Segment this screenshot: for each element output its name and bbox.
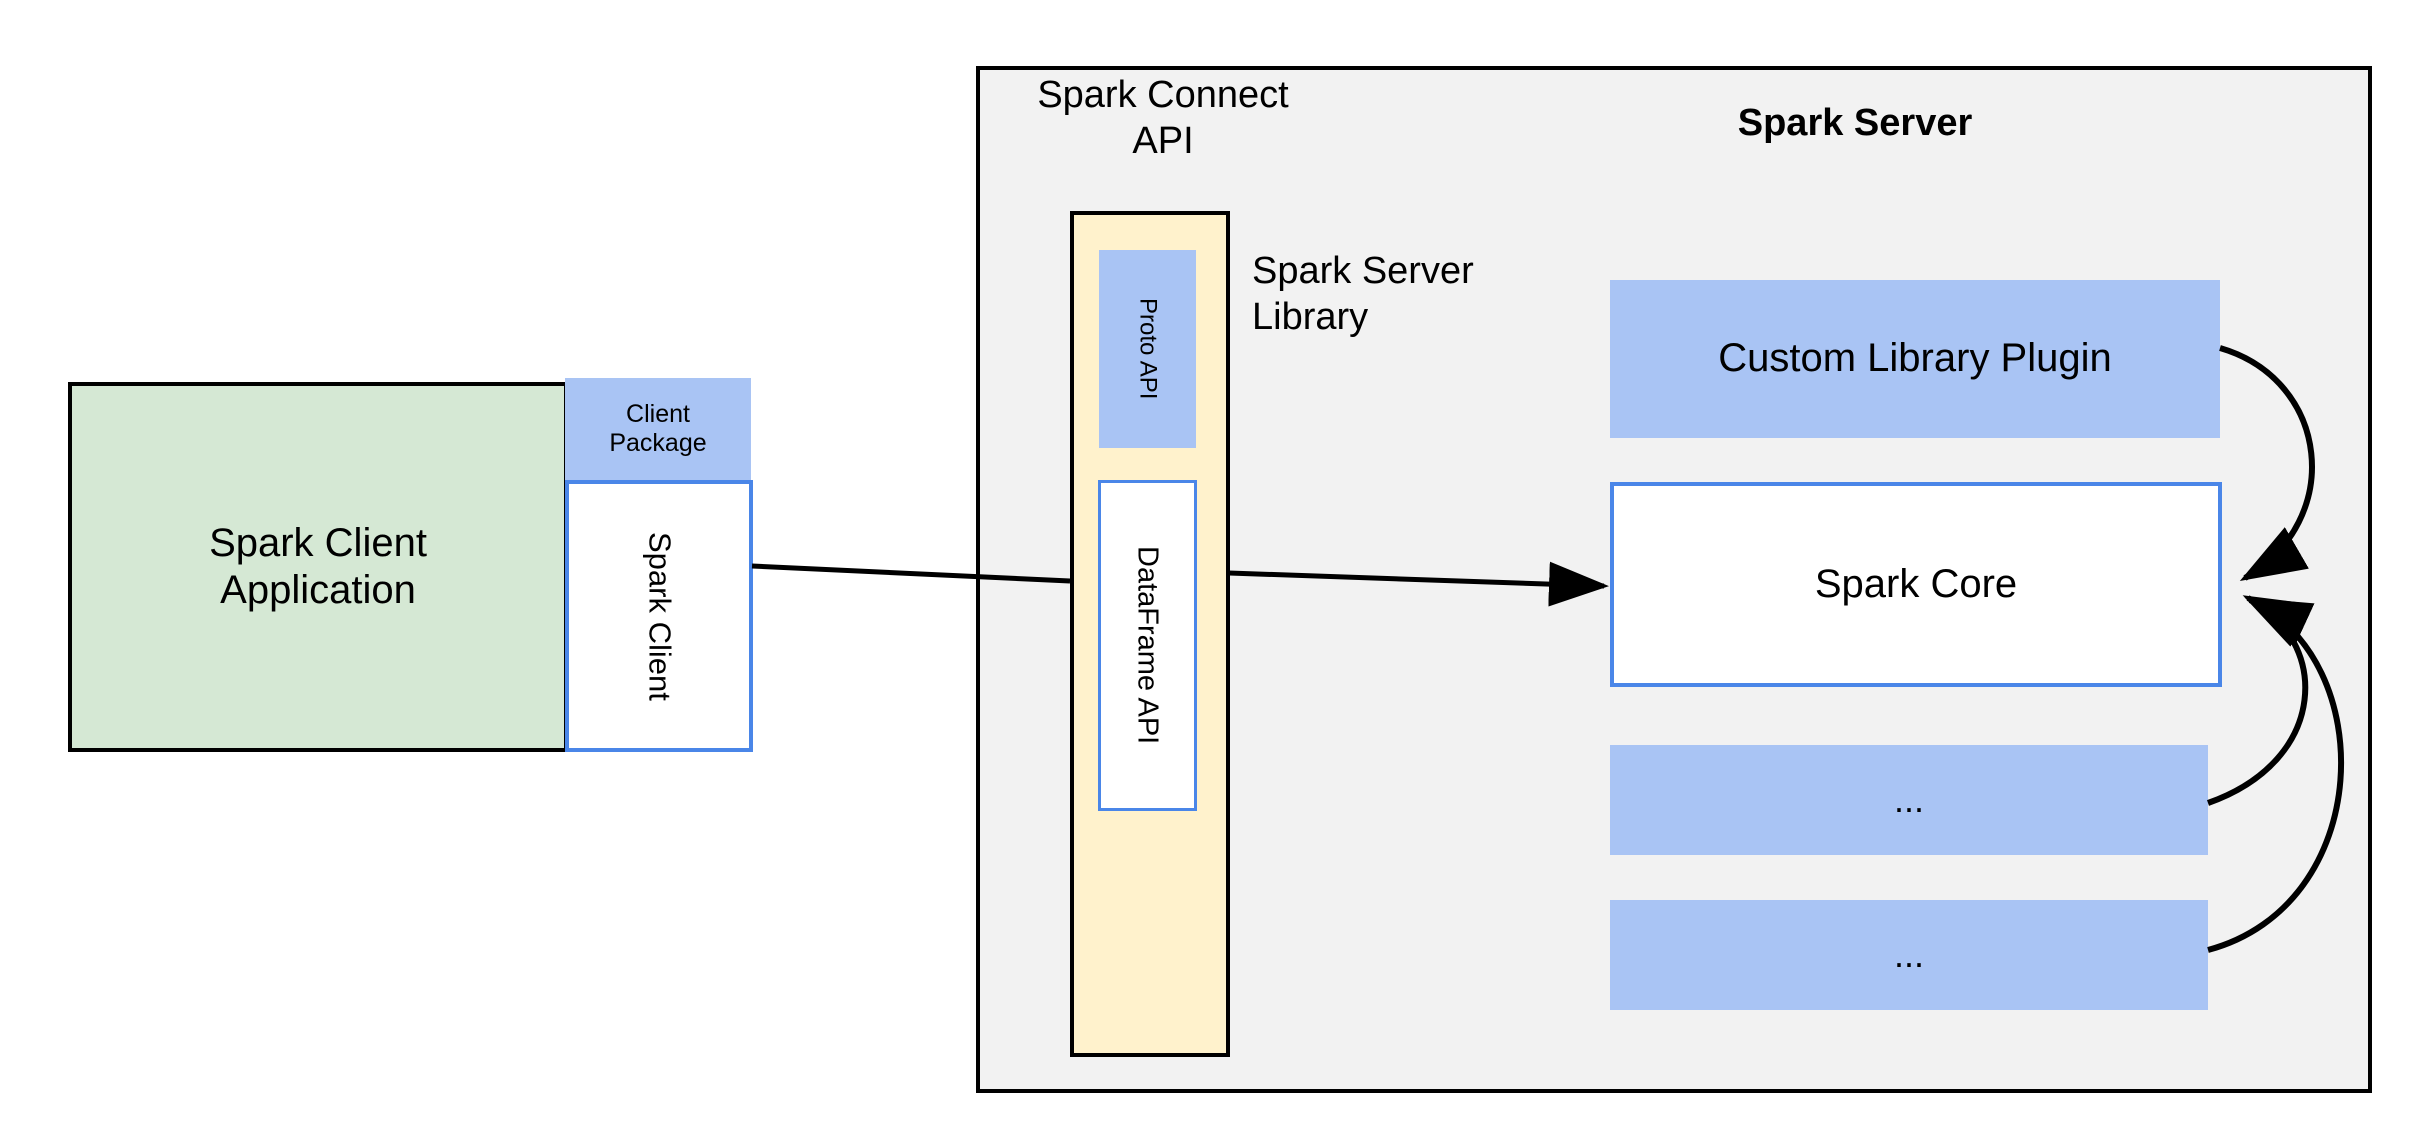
spark-core-label: Spark Core (1814, 561, 2018, 606)
spark-server-title: Spark Server (1737, 102, 1973, 144)
client-package-label: Client Package (609, 399, 707, 458)
custom-library-plugin-box[interactable]: Custom Library Plugin (1610, 280, 2220, 438)
spark-server-library-label: Spark Server Library (1252, 250, 1474, 339)
spark-connect-api-label: Spark Connect API (1037, 74, 1289, 163)
proto-api-box[interactable]: Proto API (1099, 250, 1196, 448)
server-component-placeholder-1-label: ... (1893, 778, 1924, 820)
server-component-placeholder-2[interactable]: ... (1610, 900, 2208, 1010)
dataframe-api-box[interactable]: DataFrame API (1098, 480, 1197, 811)
custom-library-plugin-label: Custom Library Plugin (1718, 336, 2112, 381)
spark-client-label: Spark Client (642, 531, 678, 701)
spark-client-application-box[interactable]: Spark Client Application (68, 382, 568, 752)
spark-core-box[interactable]: Spark Core (1610, 482, 2222, 687)
proto-api-label: Proto API (1134, 298, 1162, 400)
server-component-placeholder-1[interactable]: ... (1610, 745, 2208, 855)
server-component-placeholder-2-label: ... (1893, 933, 1924, 975)
spark-client-application-label: Spark Client Application (209, 520, 427, 612)
spark-client-box[interactable]: Spark Client (565, 480, 753, 752)
dataframe-api-label: DataFrame API (1131, 546, 1164, 745)
client-package-box[interactable]: Client Package (565, 378, 751, 480)
